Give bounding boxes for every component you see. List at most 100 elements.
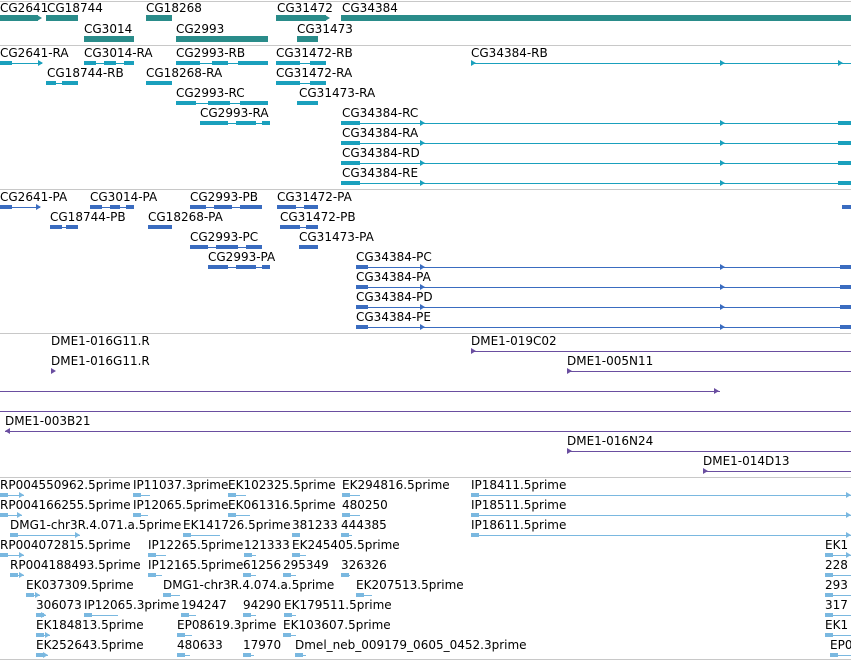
exon-block[interactable] xyxy=(146,81,172,85)
exon-block[interactable] xyxy=(838,141,851,145)
est-block[interactable] xyxy=(133,493,141,497)
est-block[interactable] xyxy=(295,653,303,657)
est-block[interactable] xyxy=(228,513,236,517)
est-block[interactable] xyxy=(341,573,349,577)
gene-CG2641[interactable] xyxy=(0,15,38,21)
exon-block[interactable] xyxy=(240,101,268,105)
exon-block[interactable] xyxy=(840,305,851,309)
exon-block[interactable] xyxy=(200,121,228,125)
exon-block[interactable] xyxy=(304,205,318,209)
exon-block[interactable] xyxy=(190,245,208,249)
est-block[interactable] xyxy=(825,613,833,617)
exon-block[interactable] xyxy=(214,205,232,209)
exon-block[interactable] xyxy=(208,101,230,105)
exon-block[interactable] xyxy=(310,61,326,65)
exon-block[interactable] xyxy=(356,265,368,269)
est-block[interactable] xyxy=(181,613,189,617)
gene-CG3014[interactable] xyxy=(84,36,134,42)
exon-block[interactable] xyxy=(176,101,196,105)
est-block[interactable] xyxy=(26,593,34,597)
exon-block[interactable] xyxy=(212,61,228,65)
exon-block[interactable] xyxy=(50,225,62,229)
gene-CG31472[interactable] xyxy=(276,15,326,21)
exon-block[interactable] xyxy=(310,81,326,85)
est-block[interactable] xyxy=(177,633,185,637)
gene-CG2993[interactable] xyxy=(176,36,268,42)
exon-block[interactable] xyxy=(176,61,200,65)
est-block[interactable] xyxy=(36,633,44,637)
est-block[interactable] xyxy=(342,513,350,517)
exon-block[interactable] xyxy=(842,205,851,209)
est-block[interactable] xyxy=(10,533,18,537)
est-block[interactable] xyxy=(36,653,44,657)
exon-block[interactable] xyxy=(126,205,134,209)
exon-block[interactable] xyxy=(277,205,296,209)
exon-block[interactable] xyxy=(838,181,851,185)
est-block[interactable] xyxy=(471,533,479,537)
exon-block[interactable] xyxy=(276,81,300,85)
exon-block[interactable] xyxy=(84,61,96,65)
est-block[interactable] xyxy=(243,613,251,617)
est-block[interactable] xyxy=(471,493,479,497)
exon-block[interactable] xyxy=(0,61,12,65)
est-block[interactable] xyxy=(830,653,838,657)
est-block[interactable] xyxy=(0,493,8,497)
exon-block[interactable] xyxy=(356,285,368,289)
exon-block[interactable] xyxy=(246,245,262,249)
est-block[interactable] xyxy=(177,653,185,657)
exon-block[interactable] xyxy=(341,161,360,165)
exon-block[interactable] xyxy=(216,245,238,249)
est-block[interactable] xyxy=(243,573,251,577)
gene-CG34384[interactable] xyxy=(341,15,851,21)
est-block[interactable] xyxy=(341,533,349,537)
est-block[interactable] xyxy=(148,553,156,557)
est-block[interactable] xyxy=(825,633,833,637)
est-block[interactable] xyxy=(292,533,300,537)
exon-block[interactable] xyxy=(66,225,78,229)
exon-block[interactable] xyxy=(262,265,270,269)
est-block[interactable] xyxy=(0,553,8,557)
exon-block[interactable] xyxy=(90,205,102,209)
est-block[interactable] xyxy=(36,613,44,617)
exon-block[interactable] xyxy=(276,61,300,65)
exon-block[interactable] xyxy=(236,121,256,125)
exon-block[interactable] xyxy=(280,225,300,229)
exon-block[interactable] xyxy=(299,245,318,249)
est-block[interactable] xyxy=(283,633,291,637)
exon-block[interactable] xyxy=(341,121,360,125)
exon-block[interactable] xyxy=(62,81,78,85)
exon-block[interactable] xyxy=(190,205,206,209)
est-block[interactable] xyxy=(471,513,479,517)
est-block[interactable] xyxy=(183,533,191,537)
exon-block[interactable] xyxy=(236,265,256,269)
exon-block[interactable] xyxy=(208,265,228,269)
exon-block[interactable] xyxy=(838,121,851,125)
exon-block[interactable] xyxy=(262,121,270,125)
exon-block[interactable] xyxy=(306,225,318,229)
exon-block[interactable] xyxy=(341,181,360,185)
est-block[interactable] xyxy=(148,573,156,577)
exon-block[interactable] xyxy=(240,205,262,209)
exon-block[interactable] xyxy=(356,305,368,309)
gene-CG31473[interactable] xyxy=(297,36,318,42)
exon-block[interactable] xyxy=(110,205,120,209)
gene-CG18268[interactable] xyxy=(146,15,172,21)
est-block[interactable] xyxy=(356,593,364,597)
est-block[interactable] xyxy=(825,553,833,557)
exon-block[interactable] xyxy=(356,325,368,329)
exon-block[interactable] xyxy=(840,325,851,329)
exon-block[interactable] xyxy=(297,101,318,105)
est-block[interactable] xyxy=(244,553,252,557)
exon-block[interactable] xyxy=(838,161,851,165)
exon-block[interactable] xyxy=(46,81,56,85)
est-block[interactable] xyxy=(283,573,291,577)
exon-block[interactable] xyxy=(238,61,268,65)
est-block[interactable] xyxy=(342,493,350,497)
est-block[interactable] xyxy=(228,493,236,497)
est-block[interactable] xyxy=(243,653,251,657)
exon-block[interactable] xyxy=(148,225,172,229)
est-block[interactable] xyxy=(163,593,171,597)
exon-block[interactable] xyxy=(124,61,134,65)
est-block[interactable] xyxy=(10,573,18,577)
